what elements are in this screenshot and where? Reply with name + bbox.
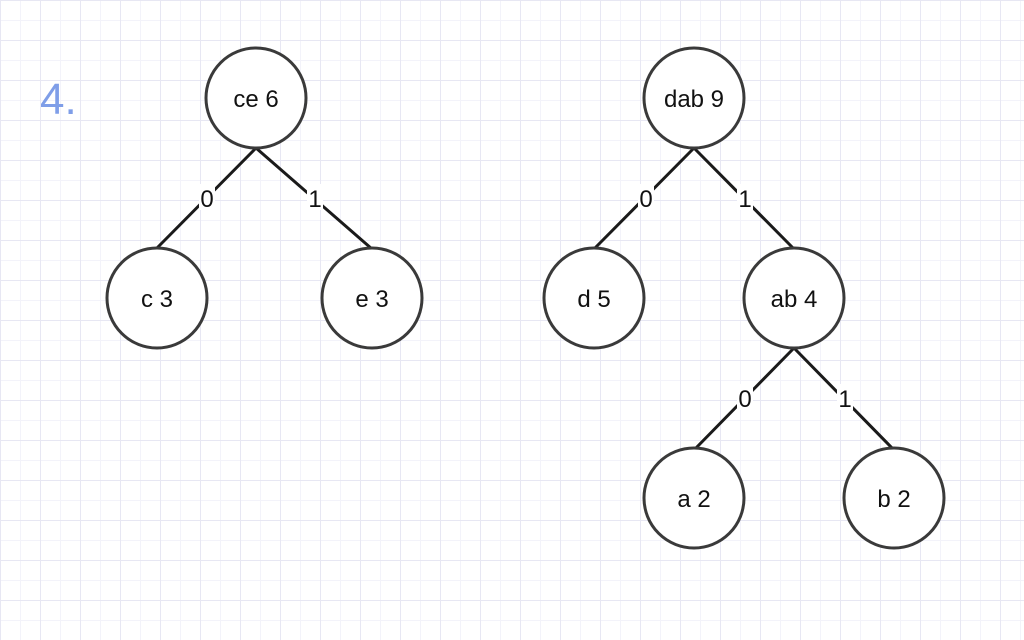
step-number: 4. xyxy=(40,75,77,124)
node-e3: e 3 xyxy=(320,246,424,350)
node-label: c 3 xyxy=(141,286,173,313)
node-a2: a 2 xyxy=(642,446,746,550)
node-label: e 3 xyxy=(355,286,388,313)
node-dab9: dab 9 xyxy=(642,46,746,150)
edge-label-text: 0 xyxy=(738,386,751,413)
edge-label-ab4-a2: 0 xyxy=(737,384,753,413)
edge-label-text: 0 xyxy=(200,186,213,213)
edge-label-text: 0 xyxy=(639,186,652,213)
node-label: ab 4 xyxy=(771,286,818,313)
node-label: ce 6 xyxy=(233,86,278,113)
node-label: dab 9 xyxy=(664,86,724,113)
node-label: b 2 xyxy=(877,486,910,513)
node-ce6: ce 6 xyxy=(204,46,308,150)
node-label: d 5 xyxy=(577,286,610,313)
edge-label-ab4-b2: 1 xyxy=(837,384,853,413)
edge-label-ce6-e3: 1 xyxy=(307,184,323,213)
edge-label-text: 1 xyxy=(838,386,851,413)
node-b2: b 2 xyxy=(842,446,946,550)
edge-label-text: 1 xyxy=(308,186,321,213)
edge-label-ce6-c3: 0 xyxy=(199,184,215,213)
node-label: a 2 xyxy=(677,486,710,513)
edge-label-dab9-ab4: 1 xyxy=(737,184,753,213)
node-ab4: ab 4 xyxy=(742,246,846,350)
edge-label-text: 1 xyxy=(738,186,751,213)
node-c3: c 3 xyxy=(105,246,209,350)
node-d5: d 5 xyxy=(542,246,646,350)
edge-label-dab9-d5: 0 xyxy=(638,184,654,213)
